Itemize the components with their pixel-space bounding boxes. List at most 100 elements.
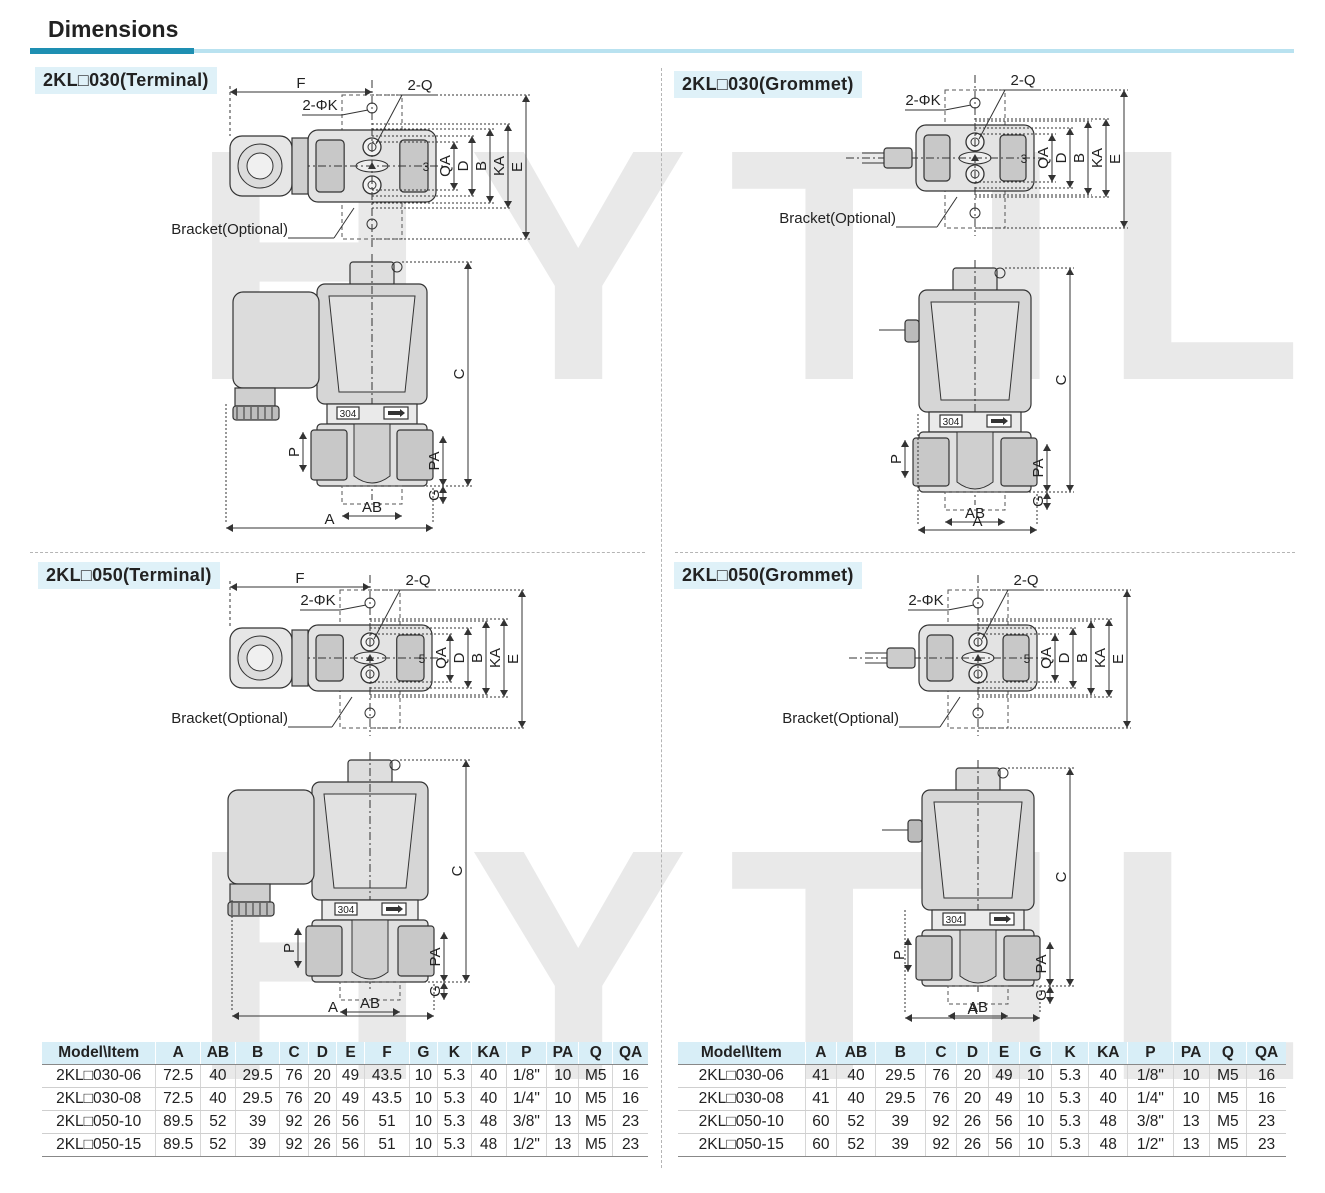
value-cell: 40: [836, 1064, 876, 1088]
bracket-front: [339, 981, 401, 1001]
arrowhead: [945, 518, 952, 526]
value-cell: 51: [364, 1133, 410, 1157]
value-cell: 20: [307, 1064, 337, 1088]
value-cell: 13: [546, 1110, 579, 1134]
value-cell: 1/2": [1127, 1133, 1174, 1157]
arrowhead: [439, 436, 447, 443]
value-cell: 60: [804, 1133, 837, 1157]
grommet-front: [904, 319, 920, 343]
value-cell: 10: [1172, 1087, 1210, 1111]
coil-ring-icon: [997, 767, 1009, 779]
value-cell: M5: [578, 1110, 613, 1134]
arrowhead: [294, 928, 302, 935]
value-cell: 72.5: [155, 1087, 201, 1111]
value-cell: 23: [1246, 1110, 1286, 1134]
dim-b-label: B: [473, 161, 490, 171]
dim-ka-label: KA: [1092, 648, 1109, 668]
dim-ka-label: KA: [491, 156, 508, 176]
label-2k: 2-ΦK: [905, 92, 940, 109]
column-header: B: [234, 1042, 280, 1065]
column-header: E: [335, 1042, 365, 1065]
value-cell: 5.3: [1050, 1110, 1089, 1134]
arrowhead: [1051, 634, 1059, 641]
arrowhead: [446, 634, 454, 641]
arrowhead: [904, 938, 912, 945]
value-cell: 40: [836, 1087, 876, 1111]
value-cell: 89.5: [155, 1110, 201, 1134]
model-cell: 2KL□050-10: [42, 1110, 156, 1134]
arrowhead: [482, 688, 490, 695]
value-cell: 76: [279, 1087, 309, 1111]
dim-qa-label: QA: [1038, 647, 1055, 669]
value-cell: 20: [956, 1087, 989, 1111]
value-cell: 5.3: [1050, 1064, 1089, 1088]
label-bracket: Bracket(Optional): [782, 710, 899, 727]
arrowhead: [232, 1012, 239, 1020]
nameplate: [939, 414, 963, 428]
arrowhead: [1066, 128, 1074, 135]
arrowhead: [504, 201, 512, 208]
dim-b-label: B: [1071, 153, 1088, 163]
column-header: B: [874, 1042, 926, 1065]
value-cell: 23: [1246, 1133, 1286, 1157]
value-cell: 26: [956, 1133, 989, 1157]
arrowhead: [450, 142, 458, 149]
dim-p-label: P: [281, 943, 298, 953]
horizontal-divider-left: [30, 552, 645, 553]
dim-ab-label: AB: [362, 499, 382, 516]
value-cell: 39: [874, 1110, 926, 1134]
model-cell: 2KL□050-15: [42, 1133, 156, 1157]
leader-2q: [978, 89, 1006, 140]
arrowhead: [426, 524, 433, 532]
arrowhead: [340, 1008, 347, 1016]
arrowhead: [342, 512, 349, 520]
value-cell: 5.3: [1050, 1133, 1089, 1157]
value-cell: 43.5: [364, 1064, 410, 1088]
value-cell: M5: [578, 1064, 613, 1088]
column-header: Model\Item: [42, 1042, 156, 1065]
value-cell: 10: [1172, 1064, 1210, 1088]
dim-c-label: C: [1053, 871, 1070, 882]
column-header: D: [307, 1042, 337, 1065]
arrowhead: [486, 196, 494, 203]
dim-pa-label: PA: [1033, 955, 1050, 974]
arrowhead: [522, 95, 530, 102]
label-2q: 2-Q: [1013, 572, 1038, 589]
arrowhead: [1046, 942, 1054, 949]
value-cell: 40: [200, 1064, 236, 1088]
arrowhead: [395, 512, 402, 520]
arrowhead: [998, 518, 1005, 526]
value-cell: 52: [836, 1110, 876, 1134]
value-cell: 10: [1019, 1110, 1052, 1134]
leader-2q: [981, 589, 1009, 640]
dim-g-label: G: [427, 985, 444, 997]
bracket-front: [341, 485, 403, 505]
nameplate-text: 304: [340, 409, 357, 420]
value-cell: 52: [200, 1110, 236, 1134]
value-cell: 72.5: [155, 1064, 201, 1088]
value-cell: 26: [307, 1133, 337, 1157]
value-cell: 5.3: [437, 1064, 472, 1088]
column-header: Model\Item: [678, 1042, 806, 1065]
nameplate: [334, 902, 358, 916]
arrowhead: [1046, 979, 1054, 986]
value-cell: 16: [1246, 1087, 1286, 1111]
arrowhead: [1105, 690, 1113, 697]
arrowhead: [1066, 268, 1074, 275]
arrowhead: [901, 440, 909, 447]
value-cell: 49: [335, 1064, 365, 1088]
port-right: [397, 925, 435, 977]
arrowhead: [440, 982, 448, 989]
arrowhead: [522, 232, 530, 239]
arrowhead: [1048, 134, 1056, 141]
value-cell: 10: [546, 1064, 579, 1088]
dim-a-label: A: [972, 513, 982, 530]
value-cell: 10: [1019, 1064, 1052, 1088]
arrowhead: [518, 721, 526, 728]
column-header: E: [987, 1042, 1020, 1065]
leader-bracket: [936, 196, 958, 228]
page-title: Dimensions: [48, 16, 179, 42]
value-cell: 40: [470, 1087, 506, 1111]
